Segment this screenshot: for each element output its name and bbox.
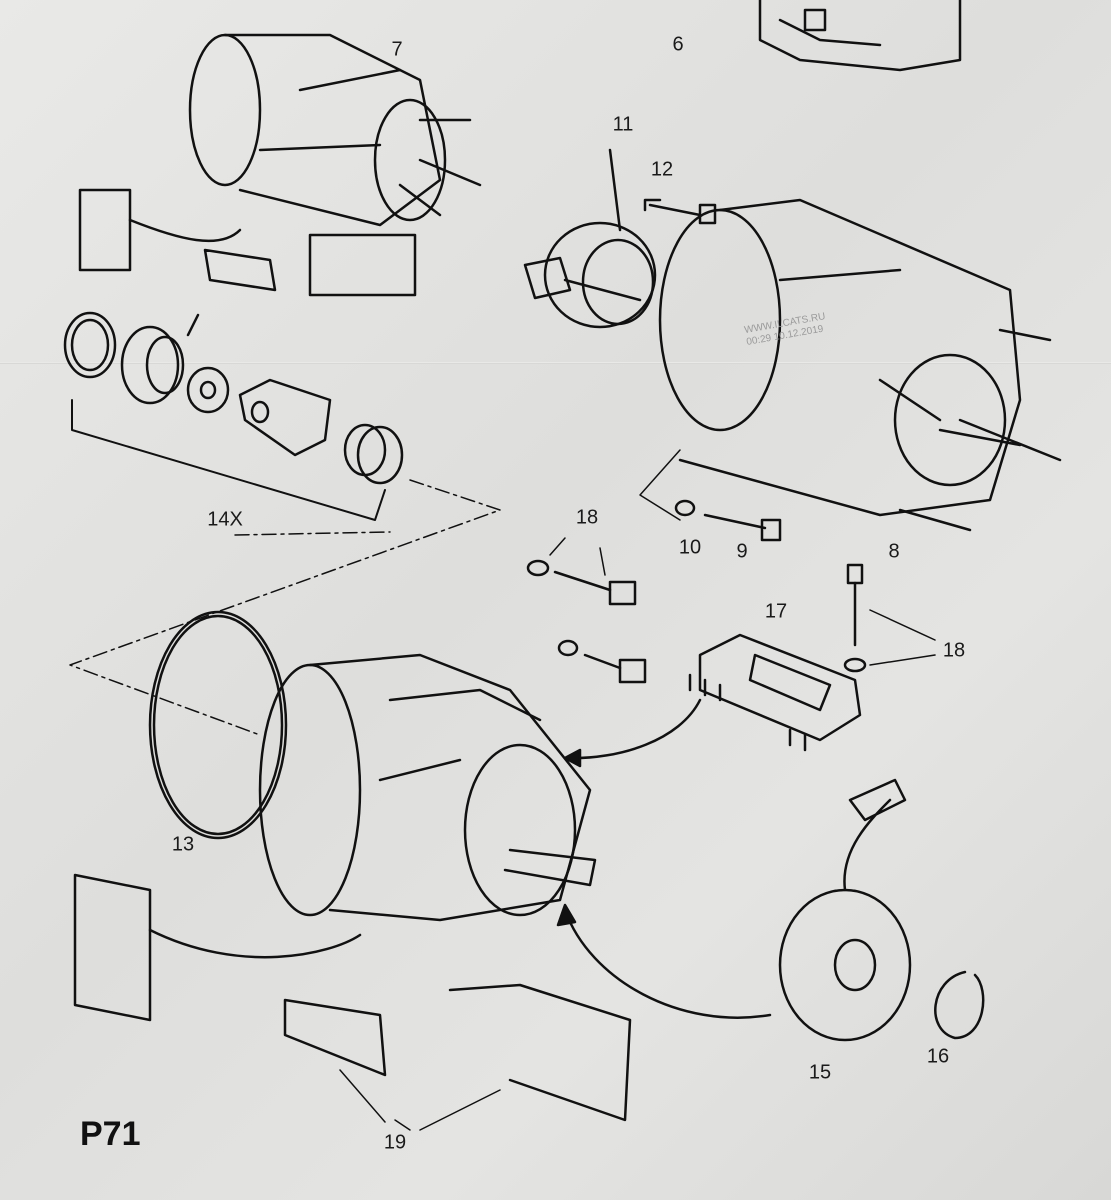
callout-16: 16 [926,1045,950,1068]
part-17-ignition-module [563,633,862,768]
callout-17: 17 [764,600,788,623]
part-8-distributor-cap [658,198,1062,532]
part-18-screws [526,537,936,684]
part-13-o-ring [148,610,288,840]
part-9-bolt [703,513,782,542]
part-16-clip [934,970,985,1040]
callout-10: 10 [678,536,702,559]
callout-9: 9 [736,540,748,563]
callout-18-right: 18 [942,639,966,662]
callout-6: 6 [672,33,684,56]
part-14x-kit [63,311,501,736]
distributor-housing [73,653,772,1131]
part-10-washer [674,499,696,517]
part-12-screw [643,198,717,225]
part-15-pickup-coil [778,778,912,1042]
paper-fold [0,362,1111,364]
part-11-rotor [523,148,657,329]
part-7-distributor-assembly [78,33,482,297]
callout-14x: 14X [207,508,243,531]
callout-13: 13 [171,833,195,856]
callout-15: 15 [808,1061,832,1084]
callout-7: 7 [391,38,403,61]
callout-11: 11 [612,113,634,136]
callout-12: 12 [650,158,674,181]
callout-18-top: 18 [575,506,599,529]
part-6-module [758,0,962,72]
callout-19: 19 [383,1131,407,1154]
page-code: P71 [80,1115,141,1153]
callout-8: 8 [888,540,900,563]
